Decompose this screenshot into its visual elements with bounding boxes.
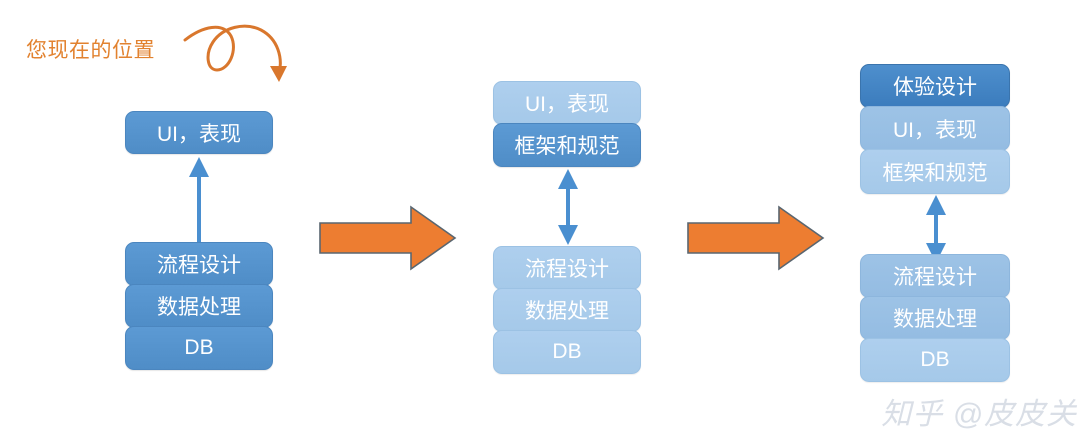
- stage-2-node-framework-spec[interactable]: 框架和规范: [493, 123, 641, 167]
- stage-3-node-experience-design[interactable]: 体验设计: [860, 64, 1010, 108]
- stage-3-node-ui[interactable]: UI，表现: [860, 106, 1010, 151]
- stage-1-connector-single-up-arrow: [189, 157, 209, 242]
- node-label: 框架和规范: [882, 161, 988, 185]
- node-label: 流程设计: [157, 254, 241, 277]
- stage-3-node-db[interactable]: DB: [860, 338, 1010, 382]
- node-label: UI，表现: [157, 122, 241, 146]
- stage-2-lower-stack: 流程设计 数据处理 DB: [493, 246, 641, 374]
- flow-arrow-stage-2-to-3-icon: [687, 205, 825, 271]
- node-label: 体验设计: [893, 76, 977, 99]
- stage-2-node-data-processing[interactable]: 数据处理: [493, 288, 641, 332]
- node-label: 框架和规范: [514, 135, 620, 158]
- stage-1-node-data-processing[interactable]: 数据处理: [125, 284, 273, 328]
- stage-3-lower-stack: 流程设计 数据处理 DB: [860, 254, 1010, 382]
- node-label: 数据处理: [525, 300, 609, 323]
- curly-loop-arrow-icon: [183, 24, 287, 82]
- stage-2-node-process-design[interactable]: 流程设计: [493, 246, 641, 290]
- stage-3-node-data-processing[interactable]: 数据处理: [860, 296, 1010, 340]
- node-label: UI，表现: [893, 118, 977, 142]
- node-label: DB: [920, 348, 950, 371]
- stage-1-node-db[interactable]: DB: [125, 326, 273, 370]
- stage-2-node-ui[interactable]: UI，表现: [493, 81, 641, 125]
- stage-2-node-db[interactable]: DB: [493, 330, 641, 374]
- node-label: 流程设计: [893, 266, 977, 289]
- node-label: 流程设计: [525, 258, 609, 281]
- stage-3-connector-double-arrow: [926, 195, 946, 263]
- stage-3-node-framework-spec[interactable]: 框架和规范: [860, 149, 1010, 194]
- node-label: 数据处理: [893, 308, 977, 331]
- flow-arrow-stage-1-to-2-icon: [319, 205, 457, 271]
- stage-1-lower-stack: 流程设计 数据处理 DB: [125, 242, 273, 370]
- stage-2-upper-stack: UI，表现 框架和规范: [493, 81, 641, 167]
- stage-2-connector-double-arrow: [558, 169, 578, 245]
- stage-1-node-ui[interactable]: UI，表现: [125, 111, 273, 154]
- node-label: 数据处理: [157, 296, 241, 319]
- watermark: 知乎 @皮皮关: [881, 398, 1077, 431]
- current-position-annotation-label: 您现在的位置: [26, 39, 155, 62]
- node-label: DB: [552, 340, 582, 363]
- node-label: UI，表现: [525, 93, 609, 116]
- stage-1-node-process-design[interactable]: 流程设计: [125, 242, 273, 286]
- stage-1-upper-stack: UI，表现: [125, 111, 273, 154]
- stage-3-node-process-design[interactable]: 流程设计: [860, 254, 1010, 298]
- stage-3-upper-stack: 体验设计 UI，表现 框架和规范: [860, 64, 1010, 194]
- node-label: DB: [184, 336, 214, 359]
